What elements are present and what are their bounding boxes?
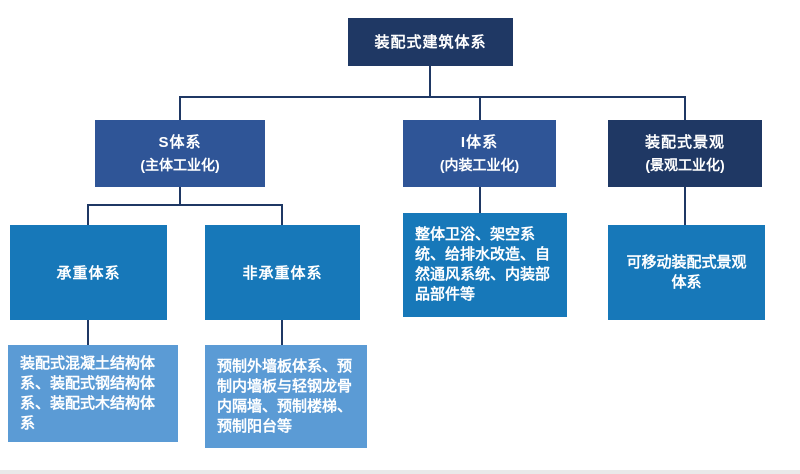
node-landscape-detail-label: 可移动装配式景观体系: [626, 253, 747, 291]
node-i-system-detail: 整体卫浴、架空系统、给排水改造、自然通风系统、内装部品部件等: [403, 213, 567, 317]
connector-drop-load-bearing: [87, 204, 89, 225]
node-i-system-subtitle: (内装工业化): [439, 157, 520, 173]
node-landscape-subtitle: (景观工业化): [645, 157, 725, 173]
connector-drop-i-system: [479, 96, 481, 120]
node-i-system-title: I体系: [460, 134, 499, 151]
node-load-bearing: 承重体系: [10, 225, 167, 320]
node-non-load-bearing: 非承重体系: [205, 225, 360, 320]
connector-s-system-stem: [179, 187, 181, 206]
node-load-bearing-detail-label: 装配式混凝土结构体系、装配式钢结构体系、装配式木结构体系: [20, 354, 156, 432]
node-root-label: 装配式建筑体系: [374, 33, 487, 51]
node-i-system-detail-label: 整体卫浴、架空系统、给排水改造、自然通风系统、内装部品部件等: [415, 226, 551, 303]
node-i-system: I体系 (内装工业化): [403, 120, 556, 187]
connector-drop-s-system: [179, 96, 181, 120]
connector-i-system-stem: [479, 187, 481, 213]
connector-root-stem: [429, 66, 431, 97]
connector-load-bearing-stem: [87, 320, 89, 345]
node-non-load-bearing-label: 非承重体系: [242, 265, 323, 282]
node-load-bearing-label: 承重体系: [56, 265, 121, 282]
connector-s-system-rail: [87, 204, 283, 206]
node-load-bearing-detail: 装配式混凝土结构体系、装配式钢结构体系、装配式木结构体系: [8, 345, 178, 442]
node-root: 装配式建筑体系: [348, 18, 513, 66]
connector-landscape-stem: [684, 187, 686, 225]
node-non-load-bearing-detail-label: 预制外墙板体系、预制内墙板与轻钢龙骨内隔墙、预制楼梯、预制阳台等: [217, 357, 353, 435]
node-s-system-title: S体系: [158, 134, 202, 151]
node-landscape: 装配式景观 (景观工业化): [608, 120, 762, 187]
node-s-system: S体系 (主体工业化): [95, 120, 265, 187]
bottom-divider: [0, 470, 800, 474]
connector-non-load-bearing-stem: [281, 320, 283, 345]
node-landscape-title: 装配式景观: [644, 134, 725, 151]
node-non-load-bearing-detail: 预制外墙板体系、预制内墙板与轻钢龙骨内隔墙、预制楼梯、预制阳台等: [205, 345, 367, 448]
connector-level1-rail: [179, 96, 686, 98]
node-s-system-subtitle: (主体工业化): [140, 157, 220, 173]
node-landscape-detail: 可移动装配式景观体系: [608, 225, 765, 320]
connector-drop-landscape: [684, 96, 686, 120]
connector-drop-non-load-bearing: [281, 204, 283, 225]
